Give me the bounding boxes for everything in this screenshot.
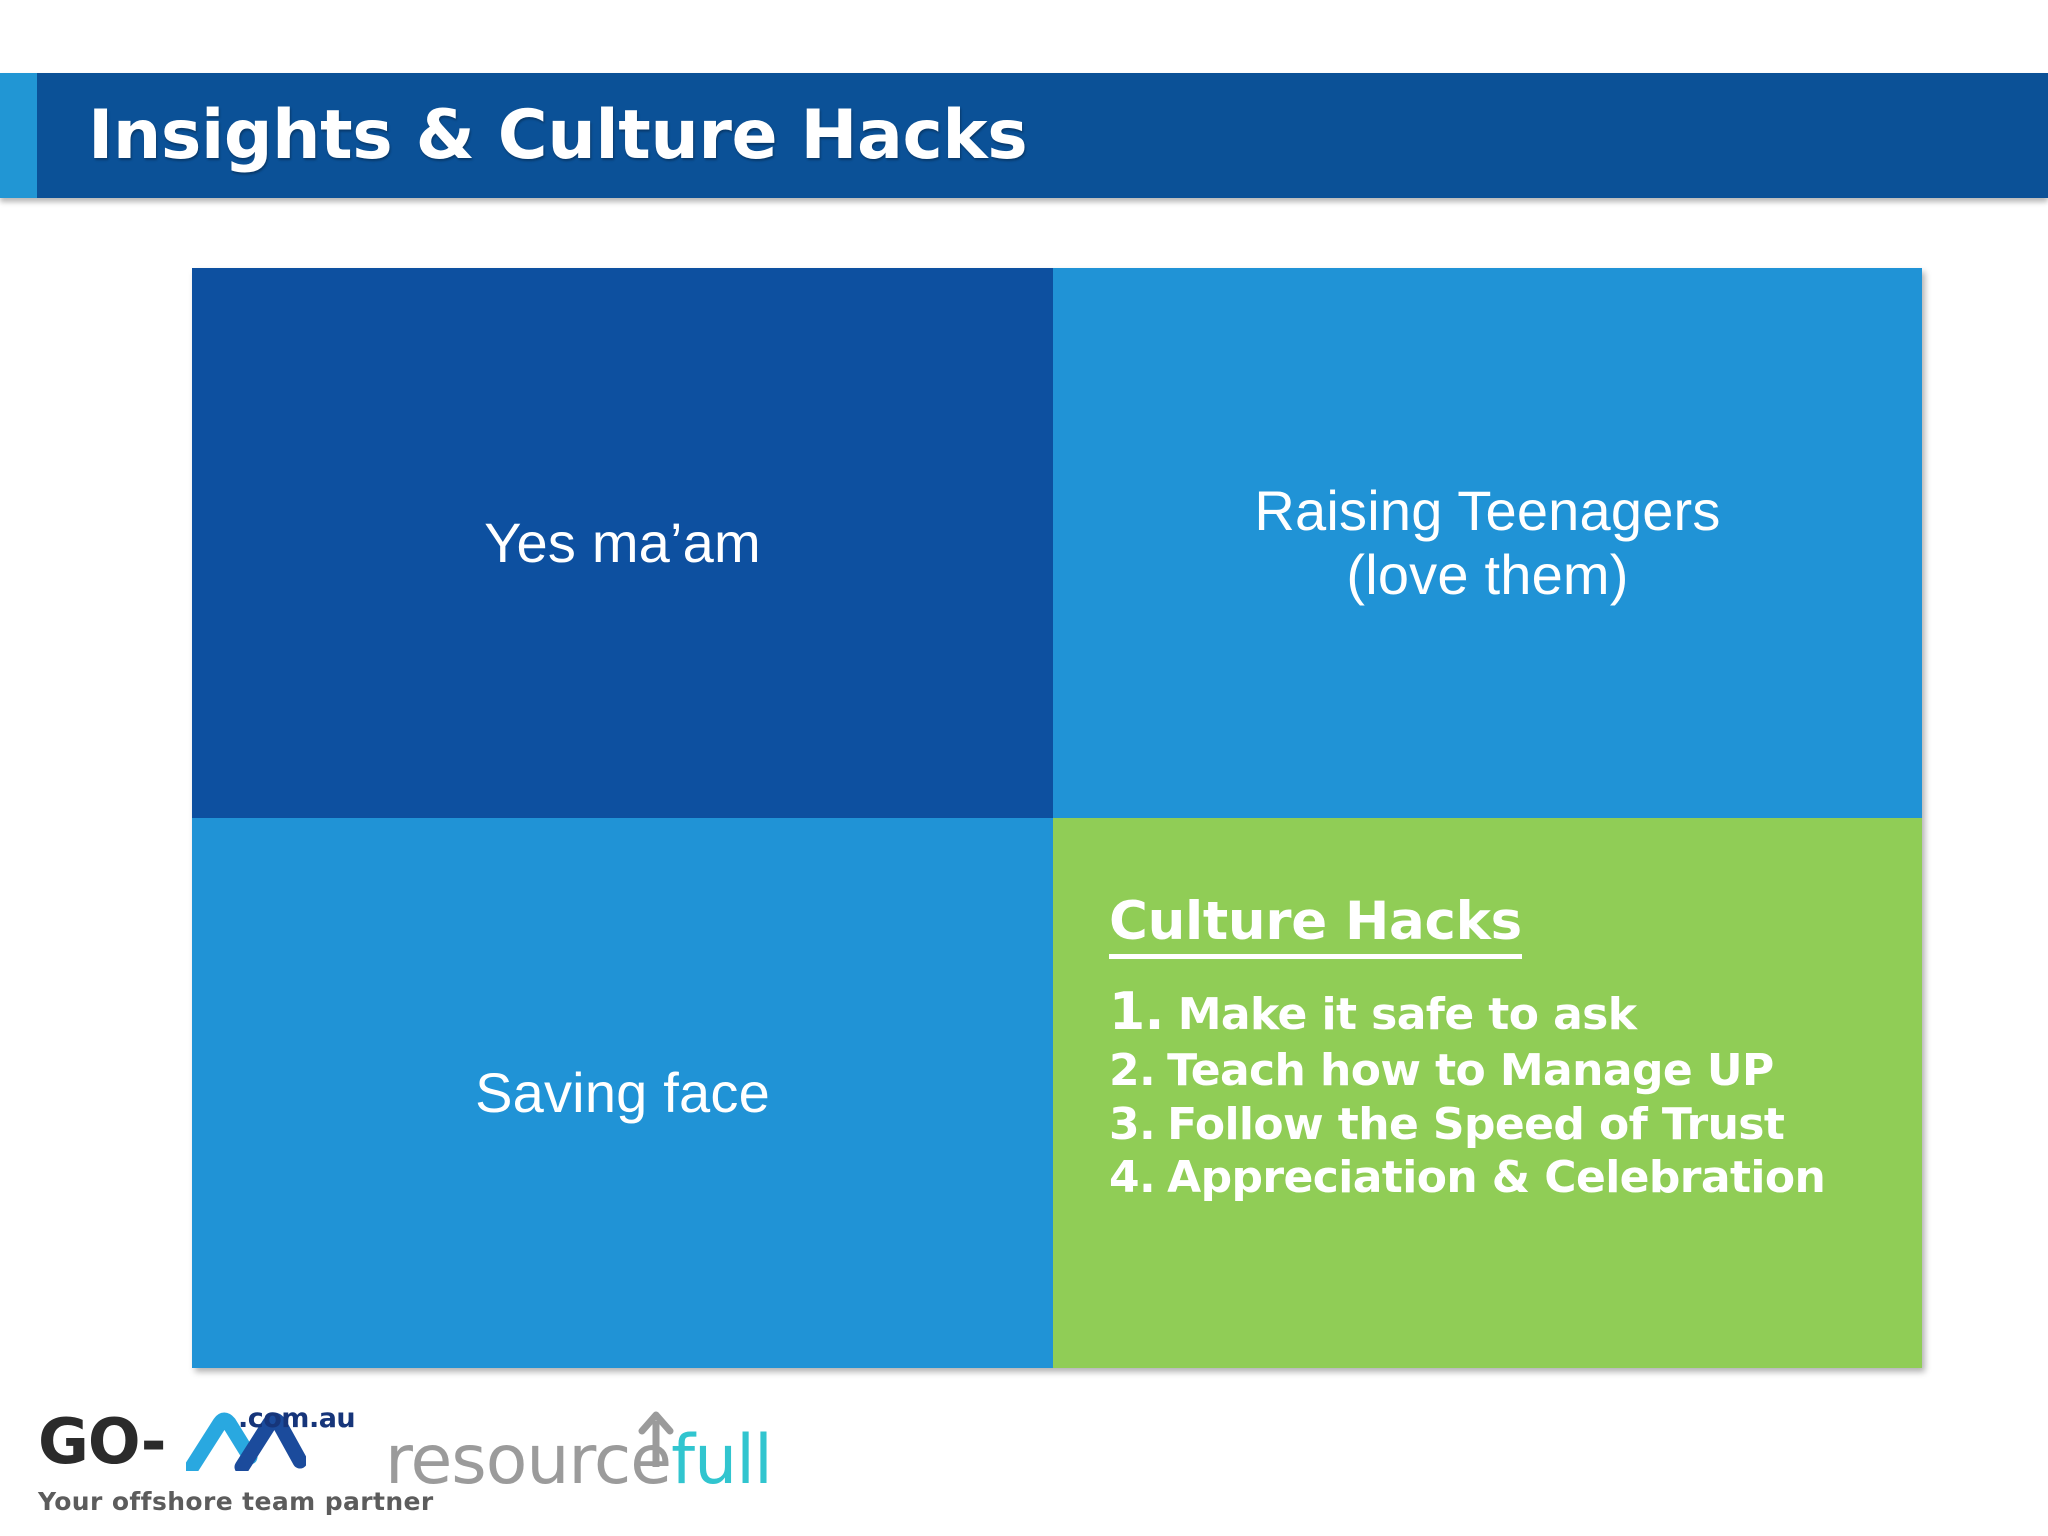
quadrant-grid: Yes ma’am Raising Teenagers (love them) …	[192, 268, 1922, 1368]
raising-teenagers-line-1: Raising Teenagers	[1254, 479, 1721, 543]
page-title: Insights & Culture Hacks	[88, 95, 1028, 175]
go-va-wordmark: GO-	[38, 1405, 166, 1478]
culture-hacks-item-text: Follow the Speed of Trust	[1167, 1098, 1785, 1150]
culture-hacks-item-text: Make it safe to ask	[1177, 988, 1637, 1040]
title-accent-strip	[0, 73, 37, 198]
quadrant-yes-maam[interactable]: Yes ma’am	[192, 268, 1053, 818]
go-va-tagline: Your offshore team partner	[38, 1487, 434, 1516]
culture-hacks-item-number: 2.	[1109, 1045, 1156, 1097]
quadrant-raising-teenagers[interactable]: Raising Teenagers (love them)	[1053, 268, 1922, 818]
go-va-logo: GO- .com.au Your offshore team partner	[38, 1403, 433, 1530]
culture-hacks-item-text: Appreciation & Celebration	[1167, 1152, 1826, 1204]
resourcefull-logo: resourcefull	[385, 1411, 865, 1513]
culture-hacks-item: 2. Teach how to Manage UP	[1109, 1044, 1825, 1098]
culture-hacks-list: 1. Make it safe to ask 2. Teach how to M…	[1109, 981, 1826, 1205]
resourcefull-wordmark-part2: full	[671, 1421, 773, 1500]
culture-hacks-heading: Culture Hacks	[1109, 894, 1522, 959]
resourcefull-wordmark-part1: resource	[385, 1421, 672, 1500]
quadrant-yes-maam-label: Yes ma’am	[484, 511, 761, 575]
raising-teenagers-line-2: (love them)	[1346, 543, 1629, 606]
quadrant-raising-teenagers-label: Raising Teenagers (love them)	[1254, 479, 1720, 607]
culture-hacks-item: 3. Follow the Speed of Trust	[1109, 1098, 1825, 1152]
culture-hacks-item-number: 3.	[1109, 1098, 1156, 1150]
resourcefull-wordmark: resourcefull	[385, 1427, 773, 1495]
culture-hacks-item-number: 4.	[1109, 1152, 1156, 1204]
go-va-wordmark-row: GO- .com.au	[38, 1403, 356, 1485]
slide-title-bar: Insights & Culture Hacks	[0, 73, 2048, 198]
culture-hacks-content: Culture Hacks 1. Make it safe to ask 2. …	[1109, 894, 1826, 1205]
quadrant-culture-hacks[interactable]: Culture Hacks 1. Make it safe to ask 2. …	[1053, 818, 1922, 1368]
quadrant-saving-face-label: Saving face	[475, 1061, 770, 1125]
quadrant-saving-face[interactable]: Saving face	[192, 818, 1053, 1368]
culture-hacks-item-number: 1.	[1109, 981, 1164, 1042]
go-va-domain: .com.au	[238, 1403, 356, 1434]
up-arrow-icon	[638, 1411, 674, 1469]
footer-logos: GO- .com.au Your offshore team partner r…	[0, 1395, 2048, 1536]
go-va-chevron-icon	[184, 1409, 308, 1475]
culture-hacks-item: 1. Make it safe to ask	[1109, 981, 1825, 1044]
culture-hacks-item-text: Teach how to Manage UP	[1167, 1045, 1774, 1097]
culture-hacks-item: 4. Appreciation & Celebration	[1109, 1151, 1826, 1205]
